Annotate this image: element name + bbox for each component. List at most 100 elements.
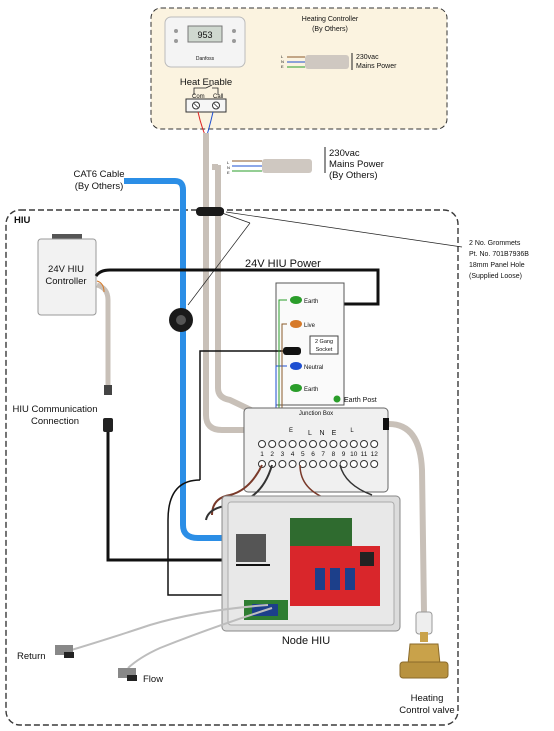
mains-label: Mains Power — [329, 159, 384, 170]
hc-terminal-l: L — [281, 54, 284, 59]
hc-mains-label: Mains Power — [356, 63, 397, 70]
jb-terminal-screw — [258, 460, 266, 468]
heat-enable-cable — [203, 133, 388, 433]
mains-input-cable — [215, 165, 274, 423]
heat-enable-com: Com — [192, 94, 205, 100]
socket-earth-top: Earth — [304, 299, 318, 305]
socket-earth-post: Earth Post — [344, 397, 377, 404]
jb-terminal-number: 9 — [342, 451, 346, 458]
thermostat-brand: Danfoss — [196, 56, 215, 62]
node-hiu-label: Node HIU — [282, 635, 330, 647]
heat-enable-label: Heat Enable — [180, 77, 232, 88]
valve-connector — [383, 418, 389, 430]
grommets-line2: Pt. No. 701B7936B — [469, 251, 529, 258]
jb-terminal-screw — [329, 440, 338, 448]
jb-terminal-screw — [349, 460, 358, 468]
jb-terminal-number: 11 — [361, 451, 368, 458]
jb-letter-0: E — [289, 428, 293, 434]
hiu-controller-line2: Controller — [45, 276, 86, 287]
comms-line2: Connection — [31, 416, 79, 427]
socket-neutral: Neutral — [304, 365, 323, 371]
mains-terminal-l: L — [227, 160, 230, 165]
jb-terminal-screw — [370, 460, 379, 468]
grommet-top — [196, 207, 224, 216]
grommets-line4: (Supplied Loose) — [469, 273, 522, 280]
jb-terminal-screw — [329, 460, 338, 468]
jb-terminal-number: 3 — [281, 451, 285, 458]
socket-name-line1: 2 Gang — [315, 339, 333, 345]
jb-terminal-screw — [298, 460, 307, 468]
hiu-power-label: 24V HIU Power — [245, 258, 321, 270]
jb-letter-4: L — [350, 428, 354, 434]
hiu-boundary — [5, 209, 459, 726]
junction-box-title: Junction Box — [299, 411, 333, 417]
jb-terminal-number: 2 — [270, 451, 274, 458]
cat6-label: CAT6 Cable — [73, 169, 124, 180]
jb-terminal-number: 1 — [260, 451, 264, 458]
jb-letter-1: L — [308, 430, 312, 437]
heat-enable-call: Call — [213, 94, 223, 100]
jb-terminal-number: 7 — [321, 451, 325, 458]
jb-letter-3: E — [332, 430, 337, 437]
jb-terminal-screw — [258, 440, 266, 448]
comms-connector — [104, 385, 112, 395]
jb-terminal-number: 10 — [350, 451, 358, 458]
jb-terminal-screw — [278, 440, 287, 448]
junction-letter-labels: E L N E L — [289, 428, 354, 437]
jb-terminal-screw — [349, 440, 358, 448]
cat6-cable — [124, 178, 270, 541]
jb-terminal-number: 6 — [311, 451, 315, 458]
jb-terminal-number: 4 — [291, 451, 295, 458]
hiu-controller-line1: 24V HIU — [48, 264, 84, 275]
jb-terminal-screw — [319, 440, 328, 448]
hc-mains-cable — [305, 55, 349, 69]
valve-cable — [388, 421, 427, 613]
jb-terminal-number: 12 — [371, 451, 379, 458]
hiu-controller: 24V HIU Controller — [37, 234, 97, 316]
mains-voltage: 230vac — [329, 148, 360, 159]
junction-box — [243, 407, 389, 493]
jb-terminal-screw — [360, 440, 368, 448]
heating-control-valve — [399, 611, 449, 679]
mains-power-cable — [262, 159, 312, 173]
jb-letter-2: N — [319, 430, 324, 437]
cat6-owner: (By Others) — [75, 181, 124, 192]
hc-terminal-e: E — [281, 64, 284, 69]
valve-line1: Heating — [411, 693, 444, 704]
grommets-line3: 18mm Panel Hole — [469, 262, 525, 269]
socket-live: Live — [304, 323, 316, 329]
thermostat-display: 953 — [197, 30, 212, 40]
socket-earth-bottom: Earth — [304, 387, 318, 393]
comms-connector-plug — [103, 418, 113, 432]
mains-owner: (By Others) — [329, 170, 378, 181]
return-sensor — [55, 645, 73, 655]
hc-terminal-n: N — [281, 59, 284, 64]
mains-terminal-e: E — [227, 170, 230, 175]
jb-terminal-screw — [309, 460, 317, 468]
hc-mains-voltage: 230vac — [356, 54, 379, 61]
return-label: Return — [17, 651, 46, 662]
jb-terminal-number: 8 — [332, 451, 336, 458]
flow-sensor — [118, 668, 136, 678]
jb-terminal-screw — [339, 440, 348, 448]
valve-line2: Control valve — [399, 705, 454, 716]
jb-terminal-screw — [288, 460, 297, 468]
jb-terminal-screw — [319, 460, 328, 468]
comms-line1: HIU Communication — [13, 404, 98, 415]
node-hiu-enclosure — [221, 495, 401, 632]
jb-terminal-number: 5 — [301, 451, 305, 458]
hiu-power-cable — [94, 268, 380, 306]
jb-terminal-screw — [278, 460, 287, 468]
mains-terminal-n: N — [227, 165, 230, 170]
jb-terminal-screw — [339, 460, 348, 468]
jb-terminal-screw — [309, 440, 317, 448]
jb-terminal-screw — [268, 440, 277, 448]
jb-terminal-screw — [288, 440, 297, 448]
hiu-boundary-label: HIU — [14, 215, 31, 226]
jb-terminal-screw — [370, 440, 379, 448]
jb-terminal-screw — [298, 440, 307, 448]
heating-controller-subtitle: (By Others) — [312, 26, 348, 33]
socket-name-line2: Socket — [316, 347, 333, 353]
